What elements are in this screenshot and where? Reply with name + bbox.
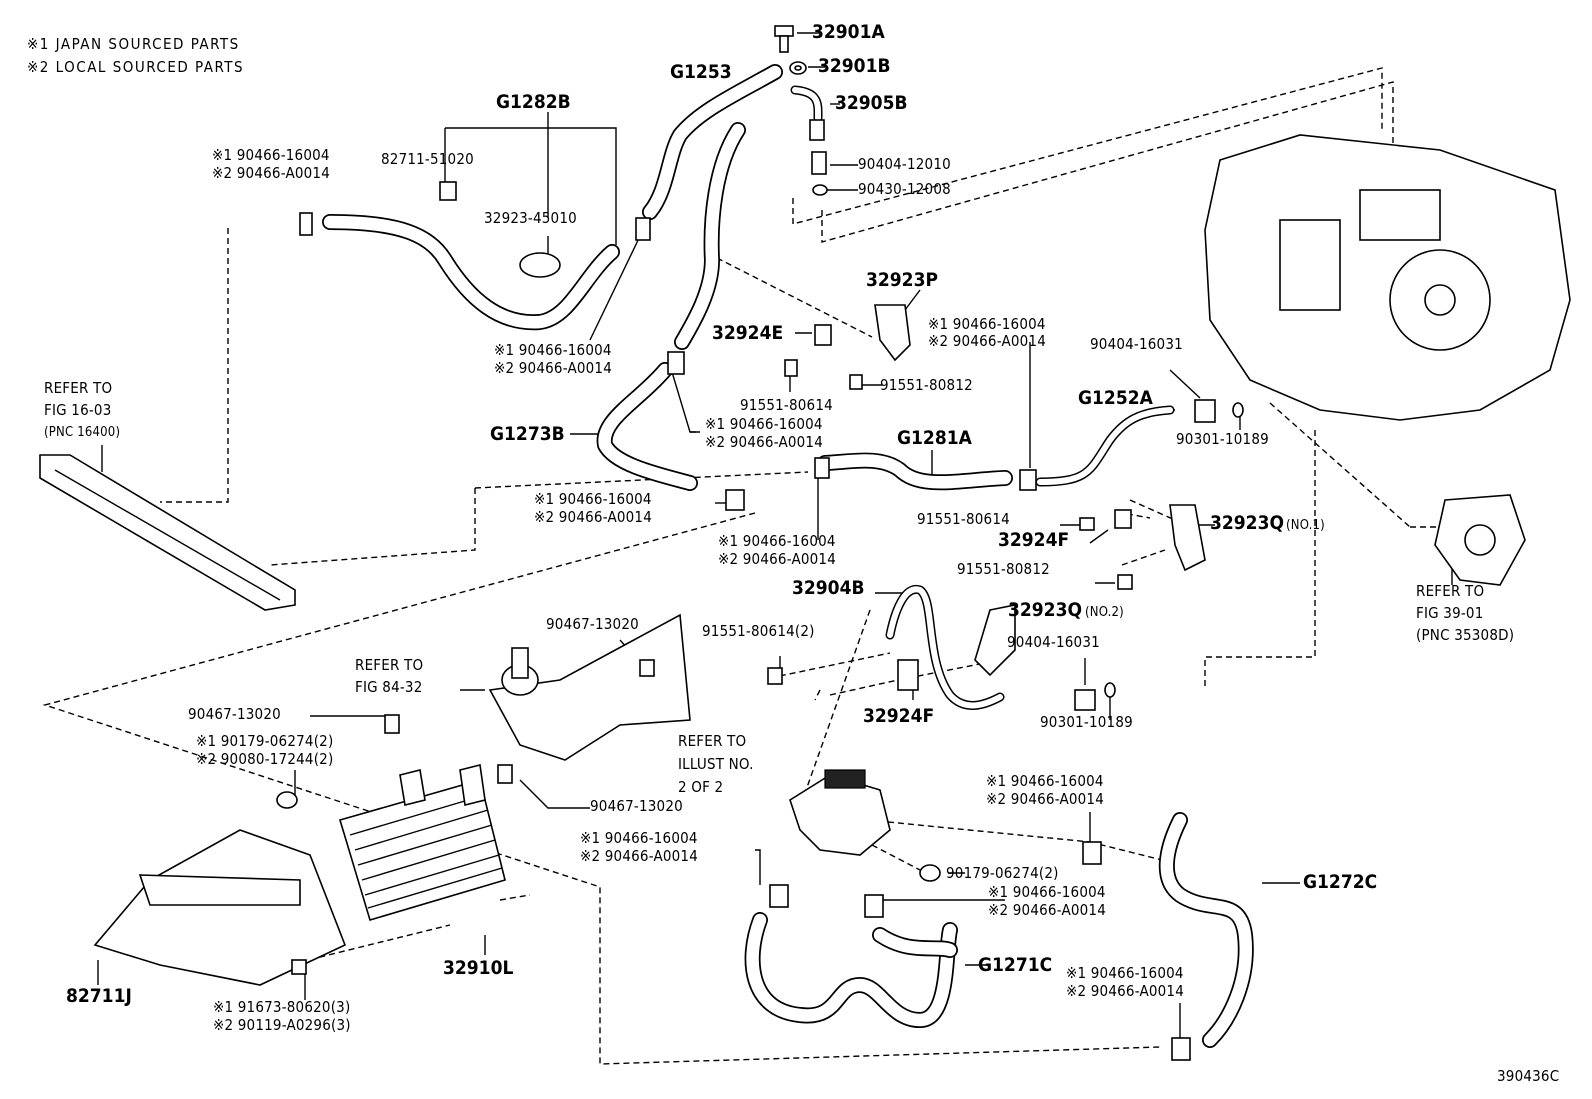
- label-32910l: 32910L: [443, 957, 514, 979]
- refer-16-03-line2: FIG 16-03: [44, 401, 112, 419]
- label-clamp-e2: ※2 90466-A0014: [534, 508, 653, 526]
- part-bracket-pump: [488, 613, 691, 761]
- illustration-id: 390436C: [1497, 1067, 1560, 1085]
- pipe-g1253: [642, 64, 823, 350]
- hose-g1272c: [1158, 812, 1254, 1048]
- label-bolt-2: ※2 90119-A0296(3): [213, 1016, 351, 1034]
- label-bolt-1: ※1 91673-80620(3): [213, 998, 351, 1016]
- hose-g1271c: [744, 912, 958, 1028]
- label-clamp-c1: ※1 90466-16004: [928, 315, 1046, 333]
- label-g1281a: G1281A: [897, 427, 972, 449]
- hose-g1273b: [596, 362, 698, 491]
- part-brackets: [725, 304, 1244, 711]
- refer-39-01-line2: FIG 39-01: [1416, 604, 1484, 622]
- label-no1: (NO.1): [1286, 518, 1325, 533]
- label-32924f-b: 32924F: [863, 705, 935, 727]
- part-valve-body: [789, 769, 891, 856]
- label-32923-45010: 32923-45010: [484, 209, 577, 227]
- label-32901b: 32901B: [818, 55, 891, 77]
- part-clamps-lower: [769, 841, 1191, 1061]
- label-clamp-b2: ※2 90466-A0014: [494, 359, 613, 377]
- label-91551-80614-b: 91551-80614: [917, 510, 1010, 528]
- label-clamp-f1: ※1 90466-16004: [718, 532, 836, 550]
- label-g1273b: G1273B: [490, 423, 565, 445]
- refer-39-01-line3: (PNC 35308D): [1416, 626, 1515, 644]
- label-32924e: 32924E: [712, 322, 784, 344]
- label-90467-13020-b: 90467-13020: [188, 705, 281, 723]
- label-g1272c: G1272C: [1303, 871, 1378, 893]
- label-91551-80812-b: 91551-80812: [957, 560, 1050, 578]
- label-90404-12010: 90404-12010: [858, 155, 951, 173]
- part-duct-82711j: [93, 829, 347, 986]
- local-sourced-note: ※2 LOCAL SOURCED PARTS: [27, 58, 245, 76]
- label-32923q-1: 32923Q: [1210, 512, 1284, 534]
- label-clamp-g1: ※1 90466-16004: [986, 772, 1104, 790]
- part-32901a-bolt: [774, 25, 794, 53]
- label-91551-80614-a: 91551-80614: [740, 396, 833, 414]
- label-g1253: G1253: [670, 61, 732, 83]
- label-90467-13020-a: 90467-13020: [546, 615, 639, 633]
- label-clamp-b1: ※1 90466-16004: [494, 341, 612, 359]
- part-oil-cooler-32910l: [339, 764, 506, 921]
- label-90404-16031-a: 90404-16031: [1090, 335, 1183, 353]
- label-clamp-j1: ※1 90466-16004: [1066, 964, 1184, 982]
- label-g1252a: G1252A: [1078, 387, 1153, 409]
- label-nut-2: ※2 90080-17244(2): [196, 750, 334, 768]
- part-fuel-rail: [39, 454, 296, 611]
- refer-illust-line2: ILLUST NO.: [678, 755, 754, 773]
- label-clamp-j2: ※2 90466-A0014: [1066, 982, 1185, 1000]
- label-clamp-a1: ※1 90466-16004: [212, 146, 330, 164]
- label-91551-80614-2: 91551-80614(2): [702, 622, 815, 640]
- label-91551-80812-a: 91551-80812: [880, 376, 973, 394]
- label-90404-16031-b: 90404-16031: [1007, 633, 1100, 651]
- refer-illust-line3: 2 OF 2: [678, 778, 724, 796]
- label-90301-10189-b: 90301-10189: [1040, 713, 1133, 731]
- label-32923q-2: 32923Q: [1008, 599, 1082, 621]
- part-grommets: [276, 659, 941, 975]
- label-32901a: 32901A: [812, 21, 885, 43]
- label-g1282b: G1282B: [496, 91, 571, 113]
- label-90467-13020-c: 90467-13020: [590, 797, 683, 815]
- label-clamp-d2: ※2 90466-A0014: [705, 433, 824, 451]
- label-clamp-d1: ※1 90466-16004: [705, 415, 823, 433]
- japan-sourced-note: ※1 JAPAN SOURCED PARTS: [27, 35, 240, 53]
- part-pump-39-01: [1434, 494, 1526, 586]
- refer-16-03-line3: (PNC 16400): [44, 425, 121, 440]
- label-32905b: 32905B: [835, 92, 908, 114]
- label-clamp-h2: ※2 90466-A0014: [580, 847, 699, 865]
- hose-g1282b: [322, 214, 620, 331]
- label-g1271c: G1271C: [978, 954, 1053, 976]
- label-clamp-a2: ※2 90466-A0014: [212, 164, 331, 182]
- refer-39-01-line1: REFER TO: [1416, 582, 1485, 600]
- part-clips-upper: [299, 181, 685, 375]
- label-90301-10189-a: 90301-10189: [1176, 430, 1269, 448]
- refer-illust-line1: REFER TO: [678, 732, 747, 750]
- label-no2: (NO.2): [1085, 605, 1124, 620]
- label-90430-12008: 90430-12008: [858, 180, 951, 198]
- label-82711j: 82711J: [66, 985, 132, 1007]
- pipe-32904b: [885, 584, 1005, 710]
- label-32904b: 32904B: [792, 577, 865, 599]
- label-32923p: 32923P: [866, 269, 938, 291]
- label-90179-06274-2: 90179-06274(2): [946, 864, 1059, 882]
- label-82711-51020: 82711-51020: [381, 150, 474, 168]
- label-clamp-e1: ※1 90466-16004: [534, 490, 652, 508]
- label-clamp-g2: ※2 90466-A0014: [986, 790, 1105, 808]
- label-clamp-f2: ※2 90466-A0014: [718, 550, 837, 568]
- label-clamp-c2: ※2 90466-A0014: [928, 332, 1047, 350]
- hose-g1281a: [817, 452, 1013, 491]
- part-union: [809, 119, 828, 196]
- label-clamp-h1: ※1 90466-16004: [580, 829, 698, 847]
- part-transaxle: [1204, 134, 1571, 421]
- pipe-g1252a: [1035, 405, 1175, 487]
- label-32924f-a: 32924F: [998, 529, 1070, 551]
- label-clamp-i2: ※2 90466-A0014: [988, 901, 1107, 919]
- label-nut-1: ※1 90179-06274(2): [196, 732, 334, 750]
- refer-16-03-line1: REFER TO: [44, 379, 113, 397]
- refer-84-32-line2: FIG 84-32: [355, 678, 423, 696]
- part-32901b-washer: [789, 61, 807, 75]
- refer-84-32-line1: REFER TO: [355, 656, 424, 674]
- label-clamp-i1: ※1 90466-16004: [988, 883, 1106, 901]
